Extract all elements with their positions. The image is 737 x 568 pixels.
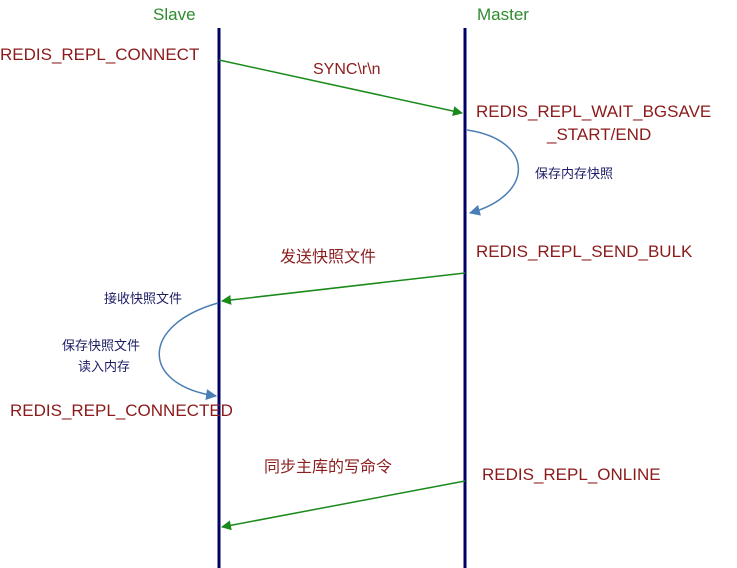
save-snapshot-file-note: 保存快照文件 bbox=[62, 339, 141, 354]
master-state-wait-bgsave-line2: _START/END bbox=[547, 125, 652, 144]
slave-participant-label: Slave bbox=[153, 5, 196, 24]
send-snapshot-label: 发送快照文件 bbox=[280, 247, 377, 266]
save-snapshot-note: 保存内存快照 bbox=[535, 167, 614, 182]
master-state-wait-bgsave-line1: REDIS_REPL_WAIT_BGSAVE bbox=[476, 102, 712, 121]
slave-state-connected: REDIS_REPL_CONNECTED bbox=[10, 401, 233, 420]
receive-snapshot-note: 接收快照文件 bbox=[104, 292, 183, 307]
sync-message-arrow bbox=[218, 59, 463, 116]
save-snapshot-loop-arrow bbox=[466, 129, 520, 216]
sync-write-commands-label: 同步主库的写命令 bbox=[264, 457, 393, 476]
master-participant-label: Master bbox=[477, 5, 529, 24]
master-state-send-bulk: REDIS_REPL_SEND_BULK bbox=[476, 242, 693, 261]
load-into-memory-note: 读入内存 bbox=[78, 360, 131, 375]
slave-state-connect: REDIS_REPL_CONNECT bbox=[0, 45, 200, 64]
sync-write-commands-arrow bbox=[221, 480, 466, 531]
master-state-online: REDIS_REPL_ONLINE bbox=[482, 465, 661, 484]
sync-message-label: SYNC\r\n bbox=[313, 61, 381, 78]
load-snapshot-loop-arrow bbox=[158, 302, 219, 401]
send-snapshot-arrow bbox=[221, 272, 466, 305]
